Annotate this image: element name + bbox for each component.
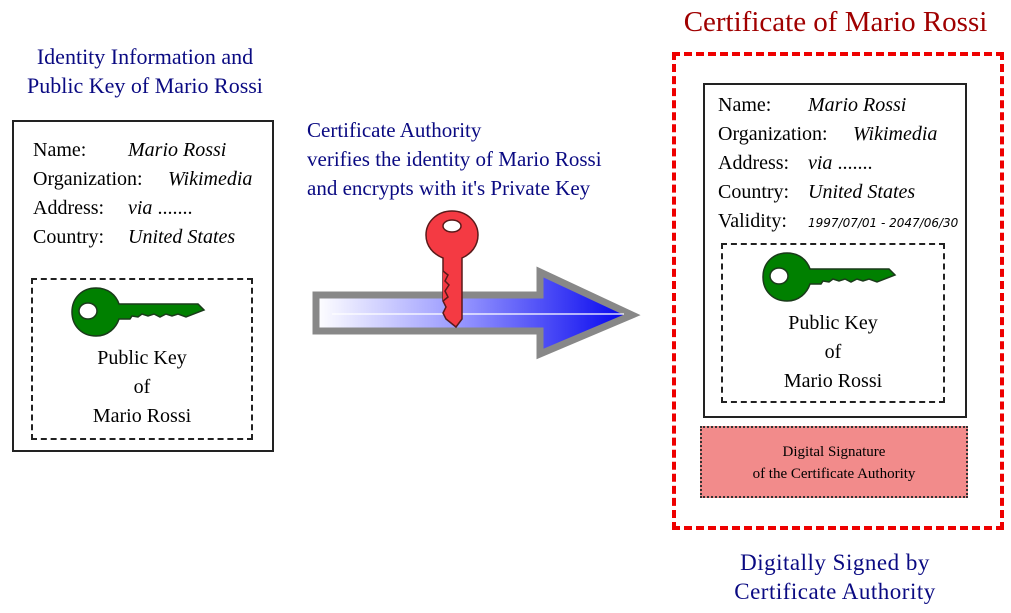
field-value-suffix: ....... <box>837 152 873 174</box>
red-private-key-icon <box>425 210 479 329</box>
public-key-line3: Mario Rossi <box>92 405 192 427</box>
identity-info-box: Name:Mario Rossi Organization:Wikimedia … <box>12 120 274 452</box>
cert-field-name: Name: Mario Rossi <box>718 91 958 120</box>
digitally-signed-caption: Digitally Signed by Certificate Authorit… <box>690 548 980 606</box>
field-organization: Organization: Wikimedia <box>33 165 252 194</box>
field-value: Mario Rossi <box>808 94 907 116</box>
field-label: Address: <box>33 197 105 219</box>
certificate-info-box: Name:Mario Rossi Organization:Wikimedia … <box>703 83 967 418</box>
green-key-icon <box>71 287 206 337</box>
cert-field-address: Address: via ....... <box>718 149 958 178</box>
ca-description: Certificate Authority verifies the ident… <box>307 116 602 203</box>
field-label: Organization: <box>718 123 828 145</box>
field-value: Mario Rossi <box>128 139 227 161</box>
field-country: Country: United States <box>33 223 252 252</box>
green-key-icon <box>762 252 897 302</box>
digital-signature-box: Digital Signature of the Certificate Aut… <box>700 426 968 498</box>
ca-line3: and encrypts with it's Private Key <box>307 176 591 200</box>
field-value: Wikimedia <box>168 168 253 190</box>
field-label: Validity: <box>718 210 787 232</box>
field-label: Country: <box>718 181 790 203</box>
field-value: United States <box>808 181 916 203</box>
field-label: Name: <box>33 139 87 161</box>
field-value: via <box>128 197 153 219</box>
cert-field-validity: Validity: 1997/07/01 - 2047/06/30 <box>718 207 958 238</box>
public-key-box: Public Key of Mario Rossi <box>31 278 253 440</box>
field-value: United States <box>128 226 236 248</box>
ca-line1: Certificate Authority <box>307 118 482 142</box>
public-key-line2: of <box>824 341 842 363</box>
cert-field-country: Country: United States <box>718 178 958 207</box>
signature-line2: of the Certificate Authority <box>752 466 916 482</box>
field-label: Country: <box>33 226 105 248</box>
field-name: Name: Mario Rossi <box>33 136 252 165</box>
certificate-title: Certificate of Mario Rossi <box>683 6 988 38</box>
identity-title-line2: Public Key of Mario Rossi <box>27 73 263 98</box>
certificate-public-key-box: Public Key of Mario Rossi <box>721 243 945 403</box>
public-key-line2: of <box>133 376 151 398</box>
identity-info-title: Identity Information and Public Key of M… <box>0 42 290 100</box>
field-label: Address: <box>718 152 790 174</box>
field-value: Wikimedia <box>853 123 938 145</box>
public-key-line1: Public Key <box>97 347 187 369</box>
signed-line2: Certificate Authority <box>734 579 936 604</box>
identity-title-line1: Identity Information and <box>36 44 254 69</box>
field-label: Organization: <box>33 168 143 190</box>
certificate-frame <box>672 52 1004 530</box>
public-key-line3: Mario Rossi <box>783 370 883 392</box>
ca-line2: verifies the identity of Mario Rossi <box>307 147 602 171</box>
public-key-line1: Public Key <box>788 312 878 334</box>
certificate-fields: Name:Mario Rossi Organization:Wikimedia … <box>718 91 958 238</box>
field-label: Name: <box>718 94 772 116</box>
field-value-suffix: ....... <box>157 197 193 219</box>
signature-line1: Digital Signature <box>782 444 886 460</box>
field-address: Address: via ....... <box>33 194 252 223</box>
field-value: 1997/07/01 - 2047/06/30 <box>808 216 959 230</box>
identity-fields: Name:Mario Rossi Organization:Wikimedia … <box>33 136 252 252</box>
cert-field-organization: Organization: Wikimedia <box>718 120 958 149</box>
signed-line1: Digitally Signed by <box>740 550 930 575</box>
field-value: via <box>808 152 833 174</box>
blue-gradient-arrow-icon <box>312 266 641 360</box>
